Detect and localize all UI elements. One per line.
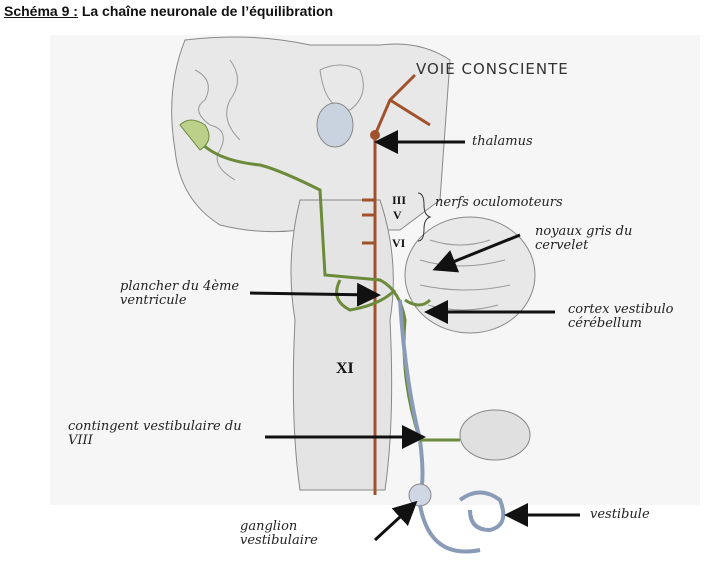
conscious-pathway [373,73,431,495]
ganglion-arrow [373,500,418,542]
label-nerve-xi: XI [336,360,354,377]
label-voie-consciente: VOIE CONSCIENTE [416,60,569,78]
label-contingent: contingent vestibulaire du VIII [68,419,242,448]
vestibular-ganglion [408,483,432,507]
label-nerve-v: V [393,208,402,222]
label-thalamus: thalamus [472,134,533,149]
plancher-arrow [249,282,381,307]
brainstem [290,199,394,491]
label-nerve-vi: VI [392,236,406,250]
label-noyaux-gris: noyaux gris du cervelet [535,224,633,253]
label-cortex: cortex vestibulo cérébellum [568,302,674,331]
figure-number: Schéma 9 : [4,3,78,19]
label-nerve-iii: III [392,193,407,207]
nerves-brace [417,192,432,242]
label-ganglion: ganglion vestibulaire [240,519,318,548]
vestibule-structure [418,490,506,554]
label-nerfs-oculomoteurs: nerfs oculomoteurs [435,195,563,210]
oculomotor-nerves [362,198,375,245]
label-vestibule: vestibule [590,507,650,522]
thalamus-nucleus [370,130,380,140]
label-plancher: plancher du 4ème ventricule [120,279,240,308]
figure-caption: La chaîne neuronale de l’équilibration [77,3,334,19]
semicircular-canals [459,409,531,461]
noyaux-arrow [432,233,521,273]
thalamus-structure [316,102,354,148]
cortex-folds [194,59,364,181]
cortex-vestibular-area [179,119,210,151]
cerebellum-folds [419,239,511,311]
cerebellum [404,216,536,334]
figure-title: Schéma 9 : La chaîne neuronale de l’équi… [4,3,333,19]
